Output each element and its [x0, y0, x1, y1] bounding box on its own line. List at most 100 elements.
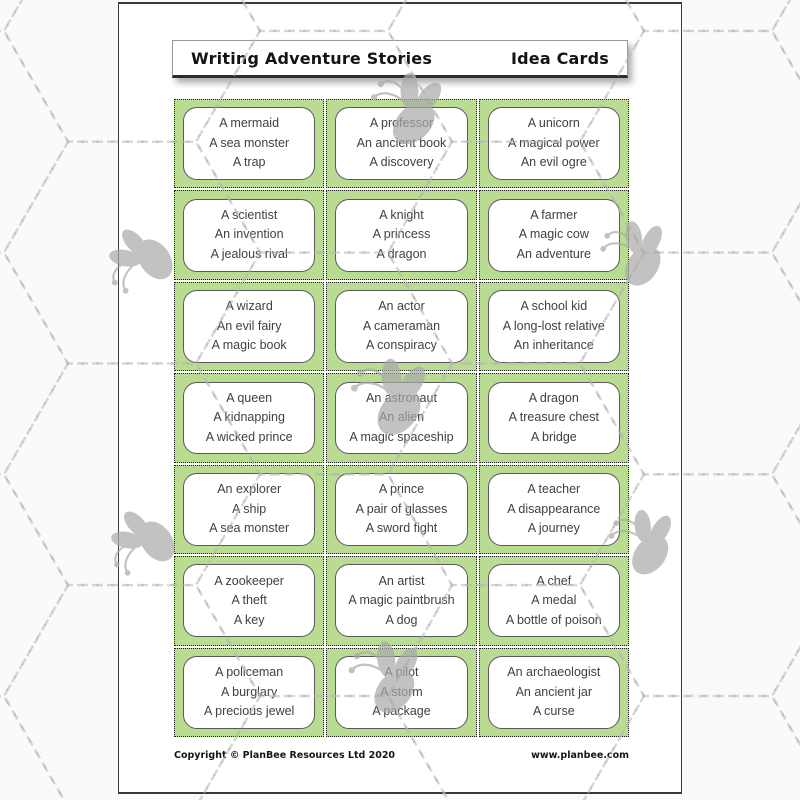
card-line: A trap — [232, 155, 266, 170]
hexagon-outline — [770, 645, 800, 747]
page-footer: Copyright © PlanBee Resources Ltd 2020 w… — [174, 750, 629, 761]
idea-card: A teacher A disappearance A journey — [487, 473, 621, 546]
idea-card: A unicorn A magical power An evil ogre — [487, 107, 621, 181]
idea-card: A policeman A burglary A precious jewel — [182, 655, 316, 729]
hexagon-outline — [770, 0, 800, 82]
idea-card: A queen A kidnapping A wicked prince — [182, 381, 316, 455]
idea-card: An explorer A ship A sea monster — [182, 473, 316, 546]
card-line: A mermaid — [219, 116, 280, 131]
card-line: A treasure chest — [508, 410, 599, 425]
card-line: A sea monster — [209, 521, 290, 536]
card-line: A wizard — [225, 299, 273, 314]
idea-card: A professor An ancient book A discovery — [335, 107, 468, 181]
card-line: A knight — [379, 207, 424, 222]
card-cell: An artist A magic paintbrush A dog — [326, 556, 477, 646]
card-line: An ancient book — [356, 135, 447, 150]
card-cell: An actor A cameraman A conspiracy — [326, 281, 477, 372]
card-line: An alien — [378, 410, 425, 425]
card-line: An evil ogre — [520, 155, 587, 170]
card-line: A kidnapping — [213, 410, 285, 425]
card-line: A teacher — [527, 482, 581, 497]
card-cell: A pilot A storm A package — [326, 647, 477, 737]
hexagon-outline — [0, 0, 24, 33]
card-line: An adventure — [516, 246, 591, 261]
card-line: A professor — [369, 116, 434, 131]
idea-card: A wizard An evil fairy A magic book — [182, 290, 316, 363]
card-line: A magic book — [211, 338, 287, 353]
idea-card: A scientist An invention A jealous rival — [182, 198, 316, 272]
hexagon-outline — [0, 251, 70, 476]
card-cell: A policeman A burglary A precious jewel — [174, 647, 325, 737]
worksheet-page: Writing Adventure Stories Idea Cards A m… — [118, 2, 682, 794]
card-line: A queen — [226, 390, 273, 405]
card-line: An astronaut — [366, 390, 437, 405]
card-line: A dragon — [376, 246, 427, 261]
card-line: An artist — [378, 573, 425, 588]
idea-card: A prince A pair of glasses A sword fight — [335, 473, 468, 546]
card-line: A dog — [385, 612, 418, 627]
card-cell: A knight A princess A dragon — [326, 190, 477, 280]
idea-cards-grid: A mermaid A sea monster A trap A profess… — [174, 99, 629, 737]
card-cell: A mermaid A sea monster A trap — [174, 99, 325, 189]
hexagon-outline — [0, 473, 70, 698]
card-line: A farmer — [530, 207, 578, 222]
card-line: A bottle of poison — [505, 612, 602, 627]
card-line: A package — [372, 704, 431, 719]
card-cell: An archaeologist An ancient jar A curse — [478, 647, 629, 737]
card-cell: A school kid A long-lost relative An inh… — [478, 281, 629, 372]
hexagon-outline — [0, 29, 70, 254]
card-line: A pilot — [384, 665, 419, 680]
hexagon-outline — [770, 423, 800, 526]
card-line: A theft — [231, 593, 267, 608]
card-cell: A teacher A disappearance A journey — [478, 464, 629, 555]
card-line: A magic paintbrush — [348, 593, 455, 608]
card-cell: A zookeeper A theft A key — [174, 556, 325, 646]
card-line: A school kid — [520, 299, 588, 314]
card-line: A key — [233, 612, 265, 627]
card-cell: A dragon A treasure chest A bridge — [478, 373, 629, 463]
card-cell: A wizard An evil fairy A magic book — [174, 281, 325, 372]
idea-card: An astronaut An alien A magic spaceship — [335, 381, 468, 455]
idea-card: A knight A princess A dragon — [335, 198, 468, 272]
card-cell: A scientist An invention A jealous rival — [174, 190, 325, 280]
document-type-label: Idea Cards — [510, 48, 609, 68]
idea-card: An archaeologist An ancient jar A curse — [487, 655, 621, 729]
idea-card: A dragon A treasure chest A bridge — [487, 381, 621, 455]
card-line: An archaeologist — [507, 665, 601, 680]
card-line: A journey — [527, 521, 580, 536]
card-line: An evil fairy — [216, 318, 282, 333]
card-line: A sword fight — [365, 521, 438, 536]
card-line: A medal — [531, 593, 577, 608]
card-cell: A professor An ancient book A discovery — [326, 99, 477, 189]
hexagon-outline — [770, 201, 800, 304]
card-line: A prince — [378, 482, 425, 497]
card-line: A conspiracy — [366, 338, 437, 353]
card-line: A discovery — [369, 155, 434, 170]
card-cell: A farmer A magic cow An adventure — [478, 190, 629, 280]
card-line: An invention — [214, 227, 284, 242]
card-line: A storm — [380, 684, 423, 699]
card-line: A magical power — [507, 135, 600, 150]
card-line: A wicked prince — [205, 429, 293, 444]
idea-card: A school kid A long-lost relative An inh… — [487, 290, 621, 363]
card-line: A policeman — [215, 665, 284, 680]
card-line: A pair of glasses — [355, 501, 448, 516]
card-line: A princess — [372, 227, 431, 242]
card-line: A unicorn — [527, 116, 580, 131]
card-line: A precious jewel — [204, 704, 295, 719]
idea-card: A chef A medal A bottle of poison — [487, 564, 621, 638]
card-cell: An explorer A ship A sea monster — [174, 464, 325, 555]
page-title: Writing Adventure Stories — [191, 48, 433, 68]
card-cell: A chef A medal A bottle of poison — [478, 556, 629, 646]
card-line: A bridge — [530, 429, 577, 444]
idea-card: An artist A magic paintbrush A dog — [335, 564, 468, 638]
hexagon-outline — [0, 694, 66, 800]
idea-card: A zookeeper A theft A key — [182, 564, 316, 638]
idea-card: An actor A cameraman A conspiracy — [335, 290, 468, 363]
card-line: A zookeeper — [214, 573, 284, 588]
idea-card: A mermaid A sea monster A trap — [182, 107, 316, 181]
card-line: A sea monster — [209, 135, 290, 150]
card-line: A magic spaceship — [349, 429, 454, 444]
card-line: A long-lost relative — [502, 318, 605, 333]
card-line: A scientist — [221, 207, 278, 222]
